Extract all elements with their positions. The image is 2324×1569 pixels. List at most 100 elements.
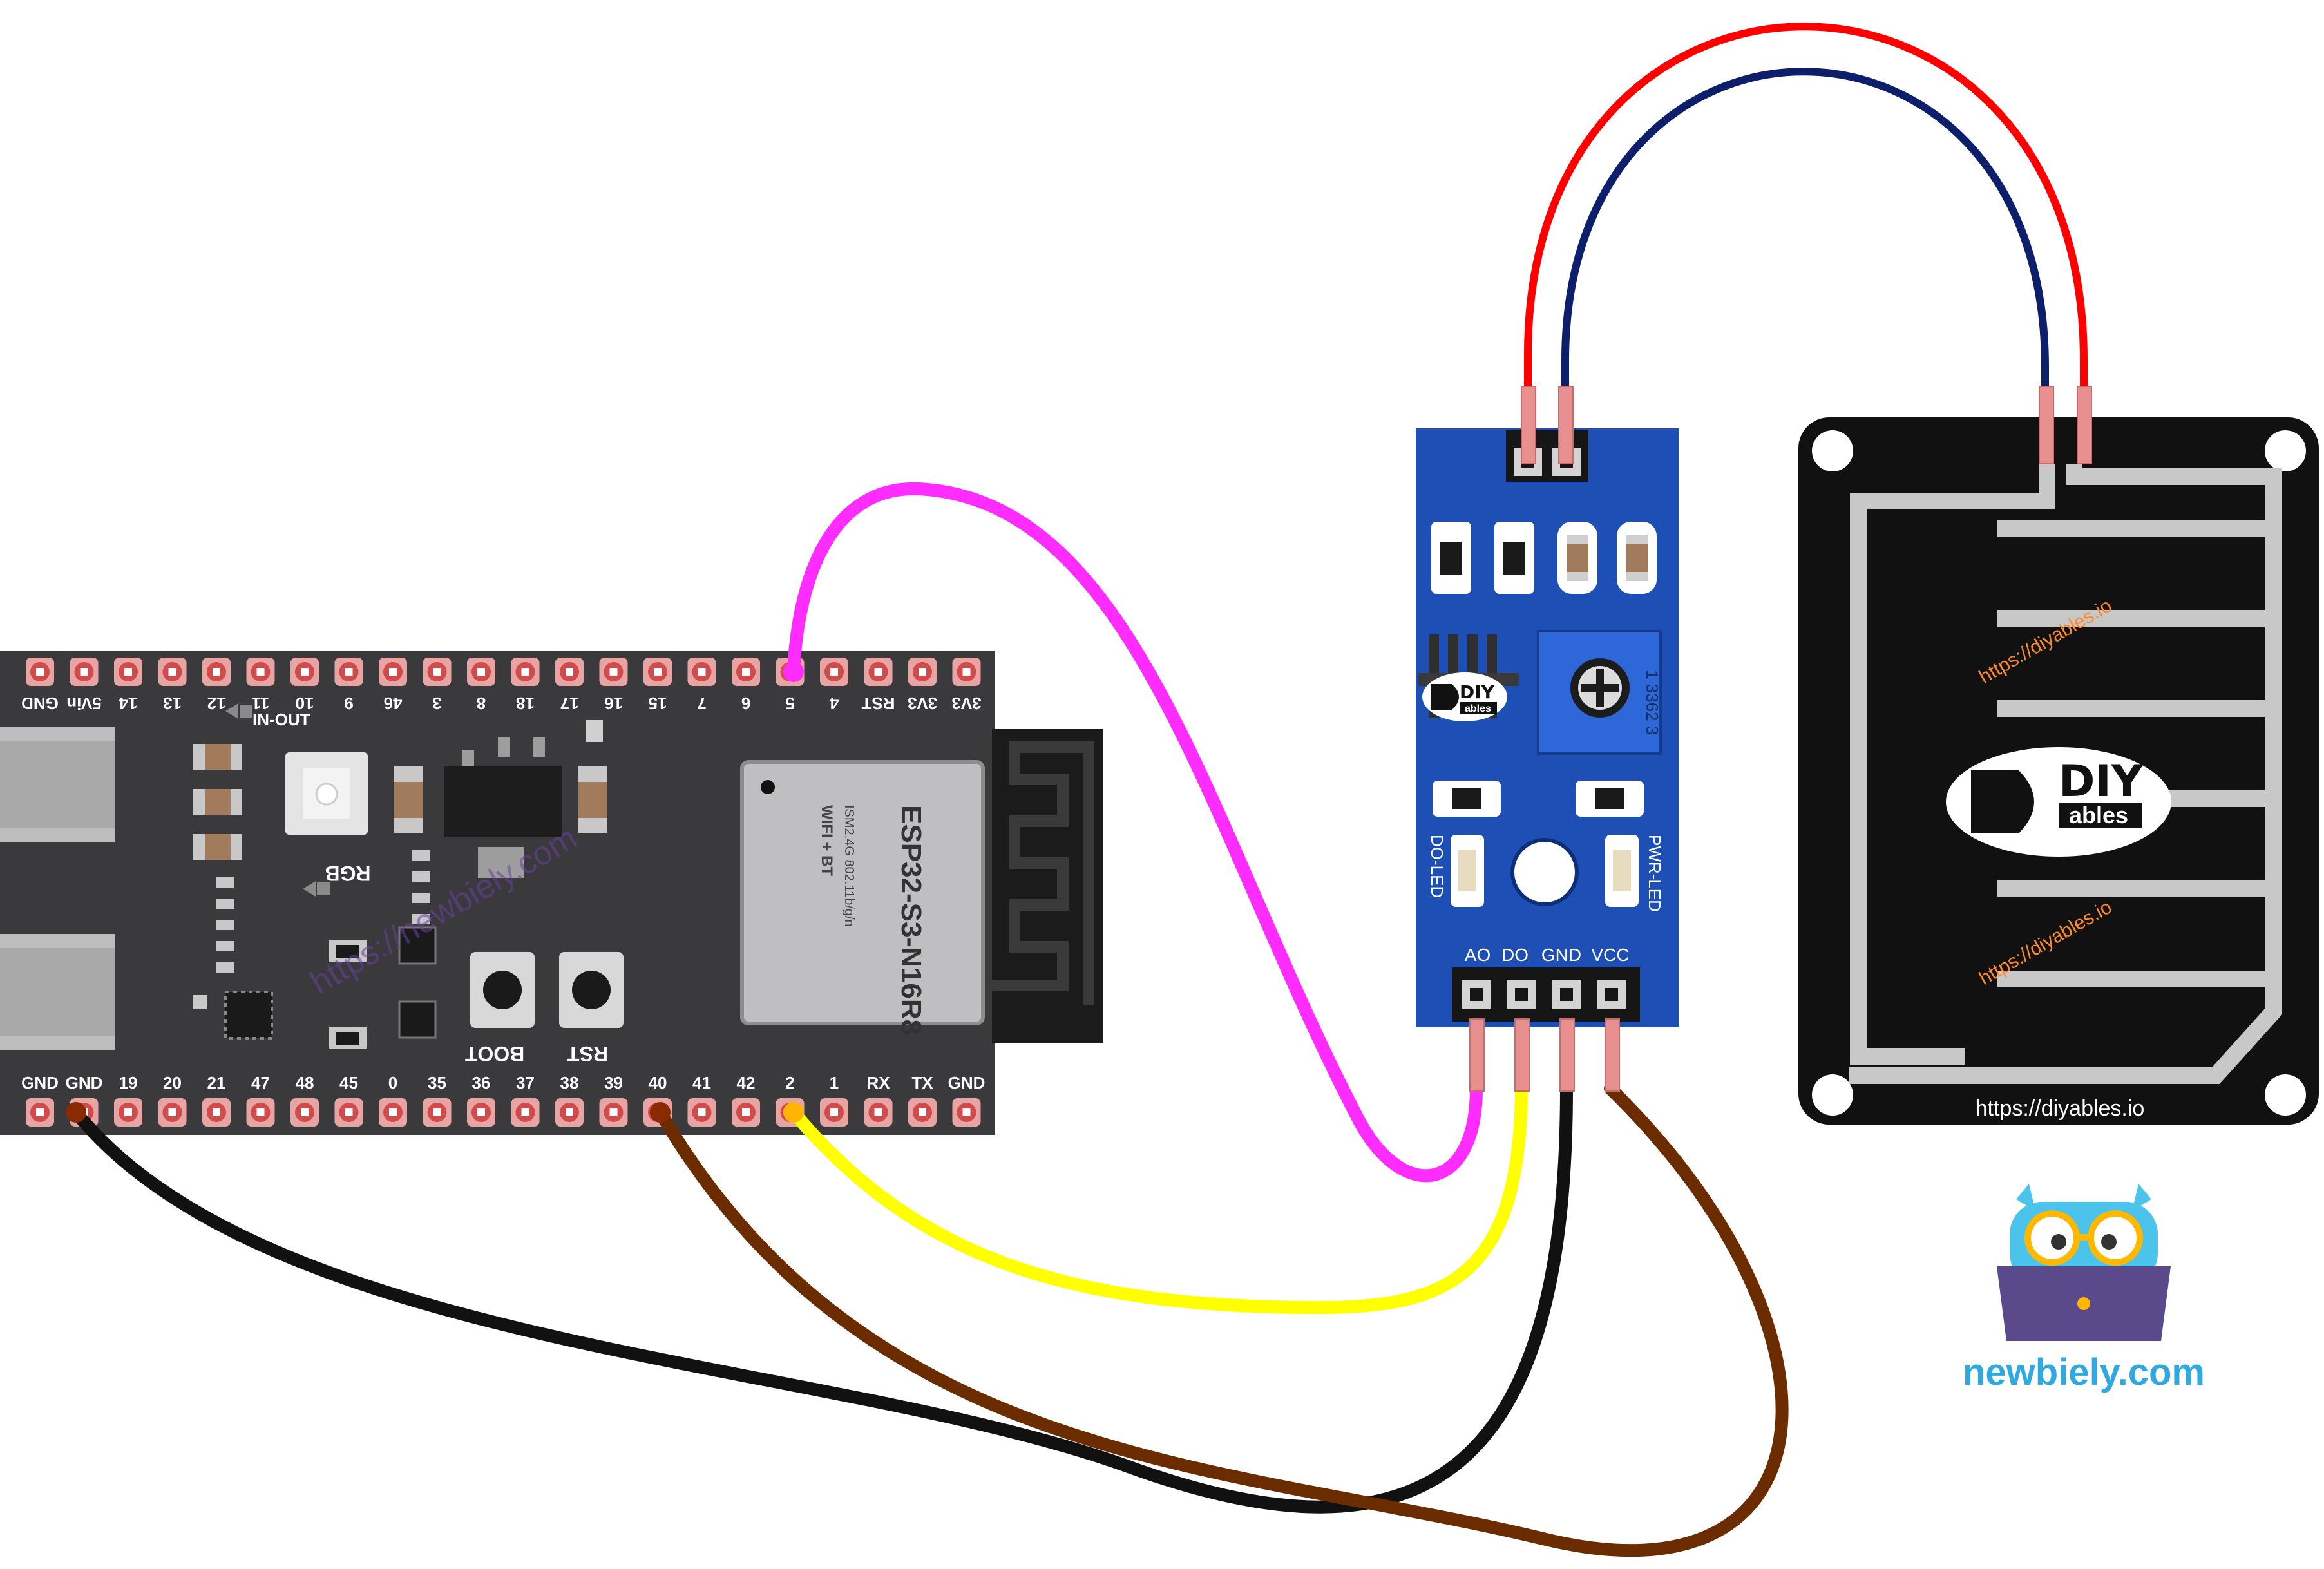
potentiometer[interactable]: 1 3362 3 xyxy=(1537,630,1662,755)
bottom-pin-21[interactable] xyxy=(952,1098,981,1127)
smd-resistor-2 xyxy=(1494,522,1534,594)
module-pin-label-ao: AO xyxy=(1465,945,1491,965)
bottom-pin-label-19: RX xyxy=(866,1073,890,1092)
bottom-pin-label-8: 0 xyxy=(388,1073,397,1092)
bottom-pin-0[interactable] xyxy=(26,1098,54,1127)
bottom-pin-label-17: 2 xyxy=(785,1073,794,1092)
chip-sot-1 xyxy=(398,926,437,965)
top-pin-label-21: 3V3 xyxy=(951,694,981,713)
bottom-pin-8[interactable] xyxy=(379,1098,407,1127)
wire-red xyxy=(1524,23,2088,455)
bottom-pin-label-11: 37 xyxy=(516,1073,535,1092)
top-pin-label-10: 8 xyxy=(477,694,486,713)
top-pin-10[interactable] xyxy=(467,658,495,686)
bottom-pin-12[interactable] xyxy=(555,1098,584,1127)
module-line-ism: ISM2.4G 802.11b/g/n xyxy=(842,805,856,927)
top-pin-0[interactable] xyxy=(26,658,54,686)
bottom-pin-7[interactable] xyxy=(334,1098,363,1127)
bottom-pin-label-18: 1 xyxy=(830,1073,839,1092)
top-pin-6[interactable] xyxy=(290,658,319,686)
wires xyxy=(66,23,2092,1557)
top-pin-label-17: 5 xyxy=(785,694,794,713)
top-pin-1[interactable] xyxy=(70,658,99,686)
bottom-pin-10[interactable] xyxy=(467,1098,495,1127)
label-rst: RST xyxy=(567,1042,608,1065)
smd-resistor-4 xyxy=(1576,781,1644,817)
pwr-led xyxy=(1605,835,1639,907)
top-pin-18[interactable] xyxy=(820,658,848,686)
bottom-pin-2[interactable] xyxy=(114,1098,142,1127)
wire-do xyxy=(787,1082,1528,1315)
bottom-pin-5[interactable] xyxy=(246,1098,275,1127)
top-pin-2[interactable] xyxy=(114,658,142,686)
top-pin-20[interactable] xyxy=(908,658,937,686)
bottom-pin-label-12: 38 xyxy=(560,1073,579,1092)
bottom-pin-9[interactable] xyxy=(423,1098,452,1127)
bottom-pin-15[interactable] xyxy=(687,1098,716,1127)
top-pin-label-9: 3 xyxy=(432,694,441,713)
bottom-pin-13[interactable] xyxy=(599,1098,628,1127)
rain-sensor-plate: DIY ables https://diyables.io https://di… xyxy=(1798,417,2319,1125)
top-pin-7[interactable] xyxy=(334,658,363,686)
bottom-pin-label-20: TX xyxy=(911,1073,933,1092)
bottom-pin-18[interactable] xyxy=(820,1098,848,1127)
rst-button[interactable] xyxy=(559,952,624,1028)
top-pin-19[interactable] xyxy=(864,658,893,686)
bottom-pin-label-6: 48 xyxy=(296,1073,314,1092)
top-pin-4[interactable] xyxy=(202,658,231,686)
bottom-pin-label-7: 45 xyxy=(339,1073,358,1092)
top-pin-label-0: GND xyxy=(21,694,59,713)
top-pin-11[interactable] xyxy=(511,658,540,686)
top-pin-5[interactable] xyxy=(246,658,275,686)
bottom-pin-4[interactable] xyxy=(202,1098,231,1127)
bottom-pin-16[interactable] xyxy=(732,1098,760,1127)
top-pin-label-13: 16 xyxy=(604,694,623,713)
top-pin-label-6: 10 xyxy=(296,694,314,713)
top-pin-3[interactable] xyxy=(158,658,187,686)
bottom-pin-19[interactable] xyxy=(864,1098,893,1127)
bottom-pin-3[interactable] xyxy=(158,1098,187,1127)
rgb-arrow-icon xyxy=(303,881,330,897)
top-pin-16[interactable] xyxy=(732,658,760,686)
sensor-brand-top: DIY xyxy=(2059,756,2144,807)
top-pin-14[interactable] xyxy=(643,658,672,686)
top-pin-9[interactable] xyxy=(423,658,452,686)
smd-capacitor-1 xyxy=(1557,522,1597,594)
top-pin-21[interactable] xyxy=(952,658,981,686)
top-pin-label-15: 7 xyxy=(697,694,706,713)
top-pin-label-7: 9 xyxy=(344,694,353,713)
bottom-pin-label-16: 42 xyxy=(737,1073,756,1092)
wire-gnd xyxy=(70,1082,1573,1514)
top-pin-12[interactable] xyxy=(555,658,584,686)
logo-text: newbiely.com xyxy=(1963,1351,2205,1393)
top-pin-label-20: 3V3 xyxy=(908,694,937,713)
smd-resistor-3 xyxy=(1433,781,1501,817)
bottom-pin-11[interactable] xyxy=(511,1098,540,1127)
boot-button[interactable] xyxy=(470,952,535,1028)
bottom-pin-label-2: 19 xyxy=(119,1073,138,1092)
top-pin-15[interactable] xyxy=(687,658,716,686)
esp32-module: ESP32-S3-N16R8 ISM2.4G 802.11b/g/n WIFI … xyxy=(740,760,985,1035)
wire-vcc xyxy=(654,1082,1789,1557)
top-pin-label-18: 4 xyxy=(829,694,839,713)
do-led-label: DO-LED xyxy=(1427,835,1447,898)
top-pin-label-19: RST xyxy=(861,694,895,713)
rain-sensor-module: DIY ables 1 3362 3 DO-LED PWR-LED AO DO … xyxy=(1416,428,1679,1027)
top-pin-13[interactable] xyxy=(599,658,628,686)
bottom-pin-label-13: 39 xyxy=(604,1073,623,1092)
bottom-pin-20[interactable] xyxy=(908,1098,937,1127)
sensor-url: https://diyables.io xyxy=(1976,1096,2145,1121)
module-pin-label-do: DO xyxy=(1501,945,1529,965)
top-pin-label-1: 5Vin xyxy=(66,694,101,713)
bottom-pin-6[interactable] xyxy=(290,1098,319,1127)
module-mounting-hole xyxy=(1510,838,1579,906)
top-pin-label-4: 12 xyxy=(207,694,226,713)
bottom-pin-label-21: GND xyxy=(948,1073,986,1092)
module-brand-bottom: ables xyxy=(1465,703,1491,714)
do-led xyxy=(1451,835,1484,907)
top-pin-8[interactable] xyxy=(379,658,407,686)
label-rgb: RGB xyxy=(325,862,370,885)
in-out-arrow-icon xyxy=(225,703,252,719)
